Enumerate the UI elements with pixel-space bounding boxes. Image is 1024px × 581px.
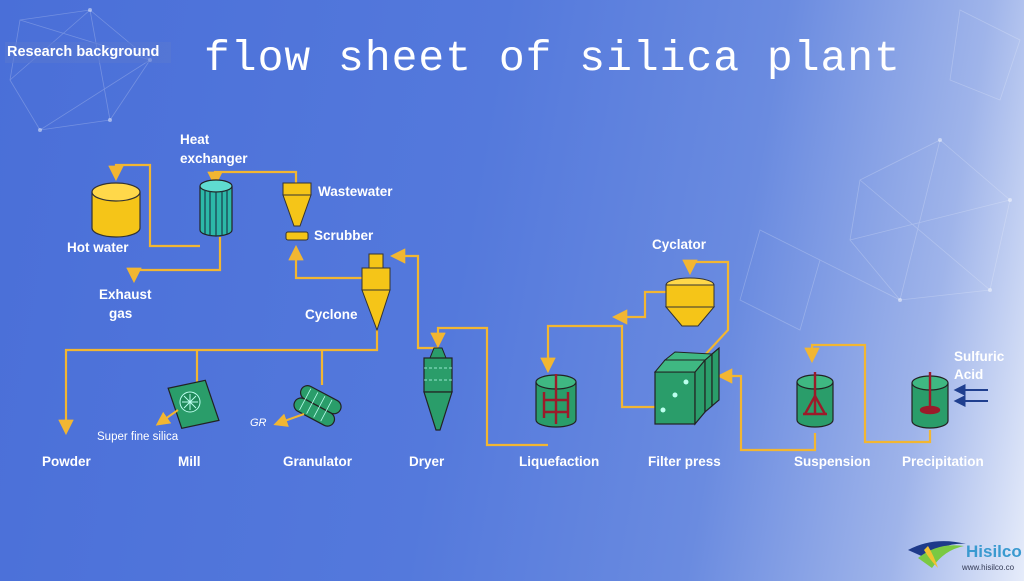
label-gr: GR: [250, 417, 267, 429]
pipe-cyclator-outlet: [611, 290, 668, 325]
hot-water-tank-icon: [91, 182, 141, 238]
suspension-tank-icon: [796, 372, 834, 428]
pipe-filter-press-to-cyclator: [682, 259, 730, 357]
label-wastewater: Wastewater: [318, 184, 393, 199]
precipitation-tank-icon: [911, 372, 949, 429]
pipe-cyclone-to-powder: [58, 330, 379, 436]
pipe-dryer-to-cyclone: [389, 248, 438, 350]
label-filter-press: Filter press: [648, 454, 721, 469]
pipe-filter-press-to-liquefaction: [540, 324, 660, 409]
pipe-cyclone-to-scrubber: [288, 244, 363, 280]
brand-name: Hisilco: [966, 542, 1022, 561]
label-precipitation: Precipitation: [902, 454, 984, 469]
pipe-suspension-to-filter-press: [716, 368, 817, 452]
label-sulfuric-line2: Acid: [954, 367, 984, 382]
pipe-scrubber-to-heat-exchanger: [207, 170, 298, 188]
label-scrubber: Scrubber: [314, 228, 374, 243]
heat-exchanger-icon: [199, 179, 233, 237]
page-title: flow sheet of silica plant: [204, 34, 901, 83]
label-heat-exchanger-line1: Heat: [180, 132, 210, 147]
pipe-heat-exchanger-to-exhaust: [126, 237, 222, 284]
label-mill: Mill: [178, 454, 201, 469]
label-liquefaction: Liquefaction: [519, 454, 600, 469]
mill-icon: [155, 379, 220, 429]
liquefaction-tank-icon: [535, 374, 577, 428]
label-super-fine-silica: Super fine silica: [97, 431, 179, 443]
scrubber-icon: [282, 182, 312, 241]
filter-press-icon: [653, 346, 720, 426]
brand-website: www.hisilco.co: [962, 563, 1015, 572]
granulator-icon: [273, 385, 342, 427]
label-cyclator: Cyclator: [652, 237, 707, 252]
pipes: [58, 163, 932, 452]
section-label: Research background: [5, 42, 172, 63]
label-powder: Powder: [42, 454, 91, 469]
label-granulator: Granulator: [283, 454, 353, 469]
dryer-icon: [423, 347, 453, 431]
label-cyclone: Cyclone: [305, 307, 358, 322]
acid-inlet-arrows: [953, 384, 988, 407]
pipe-heat-exchanger-to-hot-water: [108, 163, 200, 248]
label-dryer: Dryer: [409, 454, 445, 469]
label-hot-water: Hot water: [67, 240, 129, 255]
label-exhaust-line1: Exhaust: [99, 287, 152, 302]
brand-logo-icon: [908, 541, 966, 568]
cyclator-icon: [664, 277, 716, 327]
label-heat-exchanger-line2: exchanger: [180, 151, 248, 166]
label-exhaust-line2: gas: [109, 306, 133, 321]
cyclone-icon: [361, 253, 391, 332]
label-sulfuric-line1: Sulfuric: [954, 349, 1005, 364]
label-suspension: Suspension: [794, 454, 871, 469]
pipe-liquefaction-to-dryer: [430, 326, 548, 447]
pipe-precipitation-to-suspension: [804, 343, 932, 444]
